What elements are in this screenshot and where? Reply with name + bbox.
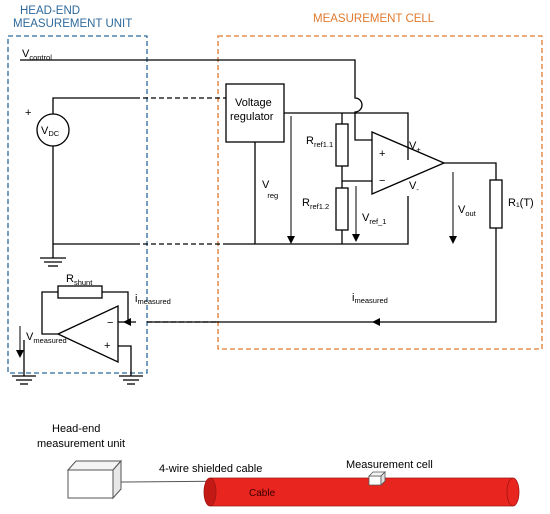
measurement-cell-box <box>217 35 543 350</box>
head-end-unit-title-line1: Head-end <box>52 423 100 435</box>
rref12-resistor <box>335 187 349 231</box>
opamp-plus-sign: + <box>379 148 385 160</box>
vdc-label: VDC <box>41 125 60 138</box>
amp2-plus-sign: + <box>104 340 110 352</box>
amp2-plus-input-wire <box>118 345 132 376</box>
opamp-minus-sign: − <box>379 175 385 187</box>
v-out-arrowhead <box>449 236 457 244</box>
v-measured-label: Vmeasured <box>26 331 67 345</box>
head-end-box <box>7 35 148 374</box>
head-end-title-line2: MEASUREMENT UNIT <box>13 18 132 30</box>
v-ref1-label: Vref_1 <box>362 212 386 226</box>
r1t-label: R₁(T) <box>508 197 534 209</box>
v-reg-arrowhead <box>287 236 295 244</box>
voltage-regulator-label-line1: Voltage <box>235 97 272 109</box>
head-end-unit-title-line2: measurement unit <box>37 438 125 450</box>
opamp-cell <box>371 131 446 195</box>
v-out-label: Vout <box>458 204 477 218</box>
cable-text: Cable <box>249 488 276 499</box>
vdc-plus-sign: + <box>25 107 31 119</box>
v-minus-label: V- <box>409 180 419 194</box>
v-control-wire <box>20 59 372 141</box>
cell-ground-wire <box>226 196 409 245</box>
return-current-arrowhead <box>372 318 380 326</box>
measurement-cell-small-box <box>368 471 386 486</box>
measurement-cell-title: MEASUREMENT CELL <box>313 13 435 25</box>
shielded-cable-label: 4-wire shielded cable <box>159 463 262 475</box>
rref11-label: Rref1.1 <box>306 135 333 149</box>
v-measured-arrowhead <box>16 350 24 358</box>
shunt-left-wire <box>41 291 58 335</box>
v-plus-label: V+ <box>409 140 421 154</box>
voltage-regulator-label-line2: regulator <box>230 111 274 123</box>
r1t-resistor <box>489 179 503 229</box>
r-shunt-resistor <box>57 285 103 299</box>
regulator-output-wire <box>284 112 409 160</box>
head-end-title-line1: HEAD-END <box>20 5 80 17</box>
rref12-label: Rref1.2 <box>302 197 329 211</box>
shunt-right-wire <box>102 291 136 323</box>
rref11-resistor <box>335 123 349 167</box>
amp2-minus-sign: − <box>107 317 113 329</box>
opamp-output-wire <box>444 162 497 180</box>
vdc-top-wire <box>52 97 135 114</box>
measurement-cell-small-label: Measurement cell <box>346 459 433 471</box>
v-ref1-arrowhead <box>352 234 360 242</box>
r-shunt-label: Rshunt <box>66 273 93 287</box>
v-control-label: Vcontrol <box>22 48 52 62</box>
return-current-wire <box>147 228 497 323</box>
i-measured-cell-label: imeasured <box>352 292 388 305</box>
power-cable <box>203 477 520 507</box>
shunt-amplifier <box>56 304 119 364</box>
head-end-unit-box <box>66 459 123 500</box>
i-measured-head-label: imeasured <box>135 293 171 306</box>
